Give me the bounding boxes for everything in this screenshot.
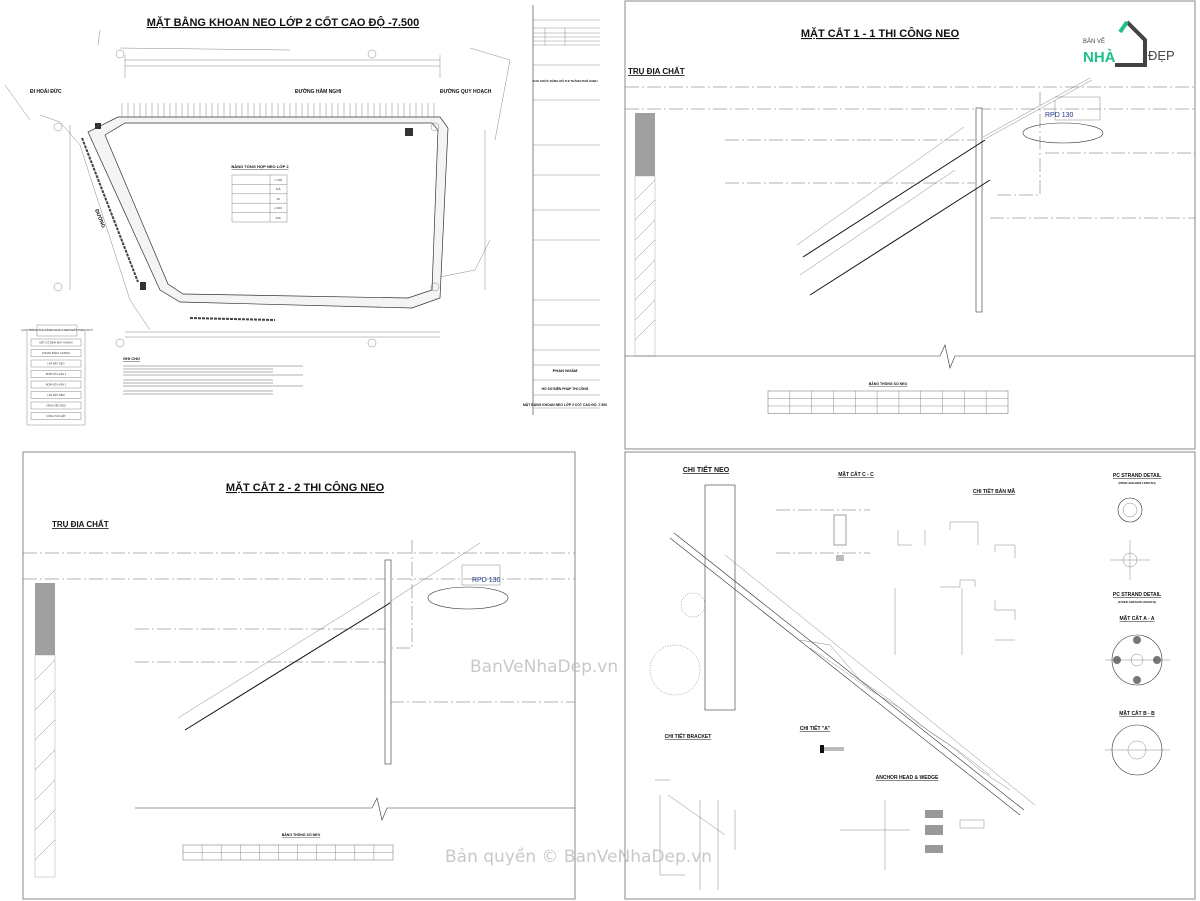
road-left-label: ĐI HOÀI ĐỨC <box>30 88 62 95</box>
watermark-mid: BanVeNhaDep.vn <box>470 657 618 677</box>
flow-step: KHOAN BẰNG CASING <box>42 350 70 355</box>
svg-text:QUY TRÌNH THI CÔNG CHO 1 NEO Đ: QUY TRÌNH THI CÔNG CHO 1 NEO ĐẤT TẠM THỜ… <box>21 327 92 332</box>
detail-bracket-title: CHI TIẾT BRACKET <box>665 733 712 740</box>
tb-doc-type: HỒ SƠ BIỆN PHÁP THI CÔNG <box>542 386 589 391</box>
svg-text:NHÀ: NHÀ <box>1083 49 1116 66</box>
road-top-label: ĐƯỜNG HÀM NGHI <box>295 87 342 95</box>
detail-cc-title: MẶT CẮT C - C <box>838 470 874 478</box>
rig-label: RPD 130 <box>1045 112 1074 119</box>
flow-step: LẮP ĐẶT DẦM <box>47 392 64 397</box>
detail-strand-fixed-title: PC STRAND DETAIL <box>1113 592 1161 598</box>
section-2-2: MẶT CẮT 2 - 2 THI CÔNG NEO TRỤ ĐỊA CHẤT … <box>22 451 576 900</box>
geo-column-label-2: TRỤ ĐỊA CHẤT <box>52 519 109 529</box>
notes-title: GHI CHÚ <box>123 356 140 361</box>
title-block: KHU CHỨC NĂNG ĐÔ THỊ THÀNH PHỐ XANH PHAN… <box>523 5 607 415</box>
flow-step: CÔNG TÁC ĐẤT <box>46 413 66 418</box>
detail-head-title: ANCHOR HEAD & WEDGE <box>876 775 939 781</box>
anchor-params-title: BẢNG THÔNG SỐ NEO <box>869 381 908 386</box>
svg-text:-7.500: -7.500 <box>274 178 283 182</box>
anchor-params-table <box>767 390 1009 414</box>
detail-a-title: CHI TIẾT "A" <box>800 725 831 732</box>
svg-text:BẢN VẼ: BẢN VẼ <box>1083 38 1105 45</box>
flow-step: LẮP ĐẶT NEO <box>47 361 64 366</box>
anchor-params-title-2: BẢNG THÔNG SỐ NEO <box>282 832 321 837</box>
anchor-details: CHI TIẾT NEO MẶT CẮT C - C CHI TIẾT BẢN … <box>624 451 1196 900</box>
detail-plate-title: CHI TIẾT BẢN MÃ <box>973 488 1016 495</box>
tb-drawing-title: MẶT BẰNG KHOAN NEO LỚP 2 CỐT CAO ĐỘ -7.5… <box>523 402 607 407</box>
summary-table: -7.500 118 18 2.000 268 <box>231 174 288 223</box>
svg-text:268: 268 <box>275 216 280 220</box>
retaining-wall <box>975 107 983 313</box>
plan-title: MẶT BẰNG KHOAN NEO LỚP 2 CỐT CAO ĐỘ -7.5… <box>147 15 420 29</box>
detail-aa-title: MẶT CẮT A - A <box>1120 614 1155 622</box>
rig-label-2: RPD 130 <box>472 577 501 584</box>
tb-project: KHU CHỨC NĂNG ĐÔ THỊ THÀNH PHỐ XANH <box>533 78 598 83</box>
summary-table-title: BẢNG TỔNG HỢP NEO LỚP 2 <box>231 164 289 169</box>
tb-company: PHAN NGÂM <box>553 368 578 373</box>
detail-bb-title: MẶT CẮT B - B <box>1119 709 1155 717</box>
construction-flowchart: QUY TRÌNH THI CÔNG CHO 1 NEO ĐẤT TẠM THỜ… <box>21 324 93 426</box>
section-2-2-title: MẶT CẮT 2 - 2 THI CÔNG NEO <box>226 481 385 494</box>
svg-text:ĐẸP: ĐẸP <box>1148 48 1175 63</box>
flow-step: BƠM VỮA LẦN 2 <box>46 382 67 387</box>
drill-rig-track <box>1022 122 1104 144</box>
flow-step: CĂNG KÉO NEO <box>46 403 66 408</box>
watermark-bottom: Bản quyền © BanVeNhaDep.vn <box>445 846 712 867</box>
svg-text:18: 18 <box>276 197 280 201</box>
geo-column-label: TRỤ ĐỊA CHẤT <box>628 66 685 76</box>
anchor-params-table-2 <box>182 844 394 861</box>
flow-step: BƠM VỮA LẦN 1 <box>46 371 67 376</box>
svg-text:2.000: 2.000 <box>274 206 282 210</box>
road-right-label: ĐƯỜNG QUY HOẠCH <box>440 87 492 95</box>
svg-text:(FREE ANCHOR LENGTH): (FREE ANCHOR LENGTH) <box>1118 481 1155 485</box>
plan-drawing: MẶT BẰNG KHOAN NEO LỚP 2 CỐT CAO ĐỘ -7.5… <box>4 15 511 426</box>
flow-step: ĐẶT CỐ ĐỊNH MÁY KHOAN <box>39 340 72 345</box>
section-1-1: MẶT CẮT 1 - 1 THI CÔNG NEO TRỤ ĐỊA CHẤT … <box>624 0 1196 450</box>
logo: BẢN VẼ NHÀ ĐẸP <box>1083 20 1175 67</box>
svg-text:(FIXED ANCHOR LENGTH): (FIXED ANCHOR LENGTH) <box>1118 600 1156 604</box>
road-diag-label: ĐƯỜNG <box>93 208 108 229</box>
detail-strand-free-title: PC STRAND DETAIL <box>1113 473 1161 479</box>
svg-text:118: 118 <box>276 187 281 191</box>
excavation-pit <box>104 122 439 299</box>
section-1-1-title: MẶT CẮT 1 - 1 THI CÔNG NEO <box>801 27 960 40</box>
detail-anchor-title: CHI TIẾT NEO <box>683 464 730 474</box>
